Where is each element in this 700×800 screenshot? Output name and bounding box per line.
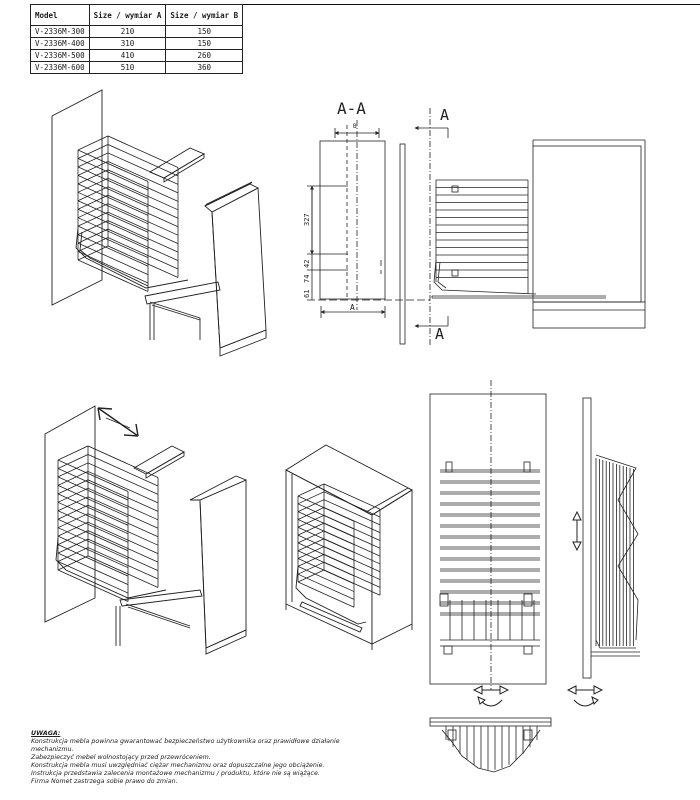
wire-line	[57, 561, 129, 594]
horizontal-rotate-arrow-icon	[472, 685, 510, 707]
section-label: A-A	[337, 99, 366, 118]
note-line: Firma Nomet zastrzega sobie prawo do zmi…	[31, 778, 178, 785]
isometric-view-pulled-out	[44, 405, 248, 655]
model-size-table: Model Size / wymiar A Size / wymiar B V-…	[30, 4, 244, 74]
arrow-top-label: A	[440, 106, 449, 124]
wire-line	[57, 552, 129, 585]
dim-42-label: 42	[303, 260, 311, 268]
wire-line	[451, 185, 459, 193]
notes-title: UWAGA:	[31, 730, 61, 737]
wire-line	[77, 175, 149, 208]
wire-line	[77, 158, 149, 191]
note-line: Zabezpieczyć mebel wolnostojący przed pr…	[31, 754, 211, 761]
wire-line	[57, 510, 129, 543]
wire-line	[57, 476, 129, 509]
wire-line	[77, 200, 149, 233]
isometric-view-cabinet-front	[285, 444, 413, 650]
side-profile-view	[582, 397, 640, 679]
wire-line	[57, 527, 129, 560]
cell-size-a: 510	[88, 61, 167, 74]
wire-line	[57, 518, 129, 552]
wire-line	[57, 459, 129, 492]
wire-line	[57, 555, 159, 588]
notes-block: UWAGA: Konstrukcja mebla powinna gwarant…	[31, 730, 451, 786]
wire-line	[57, 468, 129, 501]
wire-line	[77, 166, 149, 199]
cell-size-b: 360	[165, 61, 244, 74]
note-line: Instrukcja przedstawia zalecenia montażo…	[31, 770, 320, 777]
wire-line	[77, 217, 149, 250]
profile-rotate-arrow-icon	[566, 685, 604, 707]
note-line: Konstrukcja mebla powinna gwarantować be…	[31, 738, 340, 745]
wire-line	[57, 485, 129, 518]
note-line: Konstrukcja mebla musi uwzględniać cięża…	[31, 762, 325, 769]
dim-b-label: B	[353, 123, 357, 130]
wire-line	[57, 544, 129, 577]
wire-line	[57, 569, 129, 602]
wire-line	[297, 565, 355, 592]
wire-line	[77, 225, 149, 259]
wire-line	[297, 581, 355, 608]
wire-line	[451, 269, 459, 277]
table-row: V-2336M-600 510 360	[30, 61, 244, 74]
dim-61-label: 61	[303, 290, 311, 298]
wire-line	[77, 183, 149, 216]
section-view-a-a	[307, 120, 430, 345]
isometric-view-installed	[51, 89, 267, 357]
note-line: mechanizmu.	[31, 746, 74, 753]
vertical-adjust-arrow-icon	[572, 510, 582, 552]
wire-line	[77, 191, 149, 225]
dim-74-label: 74	[303, 275, 311, 283]
wire-line	[57, 493, 129, 526]
wire-line	[77, 242, 149, 275]
wire-line	[77, 234, 149, 267]
dim-a-label: A	[350, 303, 355, 312]
top-border-rule	[230, 4, 700, 5]
arrow-bottom-label: A	[435, 325, 444, 343]
wire-line	[77, 259, 149, 292]
table-header-row: Model Size / wymiar A Size / wymiar B	[30, 4, 244, 26]
side-view-cabinet	[414, 108, 646, 345]
wire-line	[77, 208, 149, 242]
dim-327-label: 327	[303, 213, 311, 226]
wire-line	[77, 149, 149, 182]
wire-line	[77, 251, 149, 284]
front-view-basket	[429, 380, 547, 690]
wire-line	[297, 573, 355, 600]
bottom-detail-view	[429, 717, 552, 773]
wire-line	[57, 535, 129, 569]
wire-line	[57, 501, 129, 535]
